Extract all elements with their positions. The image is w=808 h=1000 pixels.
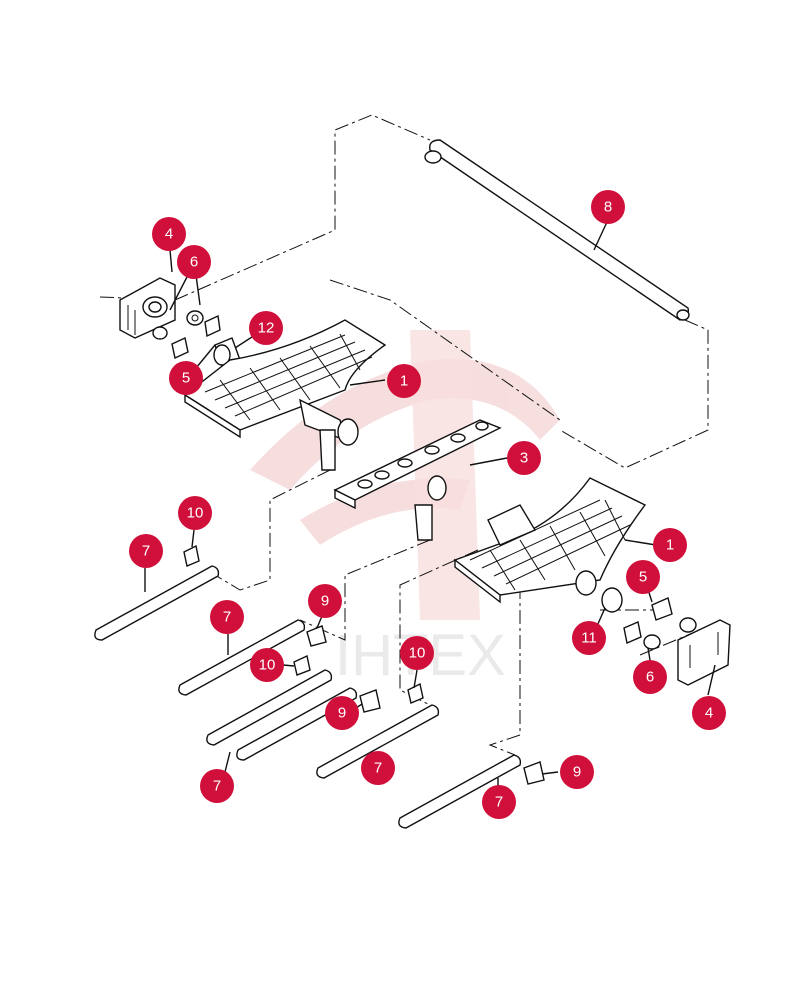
callout: 7 — [200, 769, 234, 803]
callout: 8 — [591, 190, 625, 224]
callout: 5 — [626, 560, 660, 594]
bolts-nuts — [183, 544, 545, 785]
callout: 7 — [361, 751, 395, 785]
callout-label: 1 — [666, 537, 674, 554]
links-part-7 — [94, 565, 522, 829]
callout-label: 11 — [581, 630, 597, 647]
plate-part-3 — [333, 419, 502, 541]
pedal-right-part-1 — [453, 477, 647, 604]
callout-label: 10 — [259, 657, 276, 674]
right-hardware — [601, 587, 731, 686]
callout: 7 — [210, 600, 244, 634]
callout-label: 7 — [223, 609, 231, 626]
callout: 11 — [572, 621, 606, 655]
callout: 7 — [482, 785, 516, 819]
callout-label: 6 — [190, 254, 198, 271]
callout: 1 — [387, 364, 421, 398]
callout: 3 — [507, 441, 541, 475]
callout: 4 — [152, 217, 186, 251]
callout: 4 — [692, 696, 726, 730]
callout-label: 8 — [604, 199, 612, 216]
callout-label: 7 — [374, 760, 382, 777]
callout: 12 — [249, 311, 283, 345]
callout-label: 5 — [639, 569, 647, 586]
callout-label: 9 — [573, 764, 581, 781]
callout-label: 4 — [165, 226, 173, 243]
callout-label: 1 — [400, 373, 408, 390]
leader-lines — [144, 221, 716, 788]
callout-label: 7 — [142, 543, 150, 560]
callout: 9 — [308, 584, 342, 618]
callout-label: 7 — [213, 778, 221, 795]
callout-label: 10 — [187, 505, 204, 522]
callout-label: 12 — [258, 320, 275, 337]
shaft-part-8 — [424, 139, 690, 321]
callout: 5 — [169, 361, 203, 395]
callout-label: 4 — [705, 705, 713, 722]
callout-label: 7 — [495, 794, 503, 811]
callout: 7 — [129, 534, 163, 568]
callout: 6 — [633, 660, 667, 694]
bracket-left-part-4 — [119, 277, 176, 339]
callout-label: 9 — [338, 705, 346, 722]
pedal-left-part-1 — [183, 319, 387, 471]
callout: 1 — [653, 528, 687, 562]
callout-label: 5 — [182, 370, 190, 387]
callout: 10 — [400, 636, 434, 670]
callout-label: 3 — [520, 450, 528, 467]
callout-label: 10 — [409, 645, 426, 662]
callout: 10 — [178, 496, 212, 530]
callout: 9 — [560, 755, 594, 789]
callout: 6 — [177, 245, 211, 279]
callout-label: 6 — [646, 669, 654, 686]
callout-label: 9 — [321, 593, 329, 610]
callout: 9 — [325, 696, 359, 730]
callout: 10 — [250, 648, 284, 682]
